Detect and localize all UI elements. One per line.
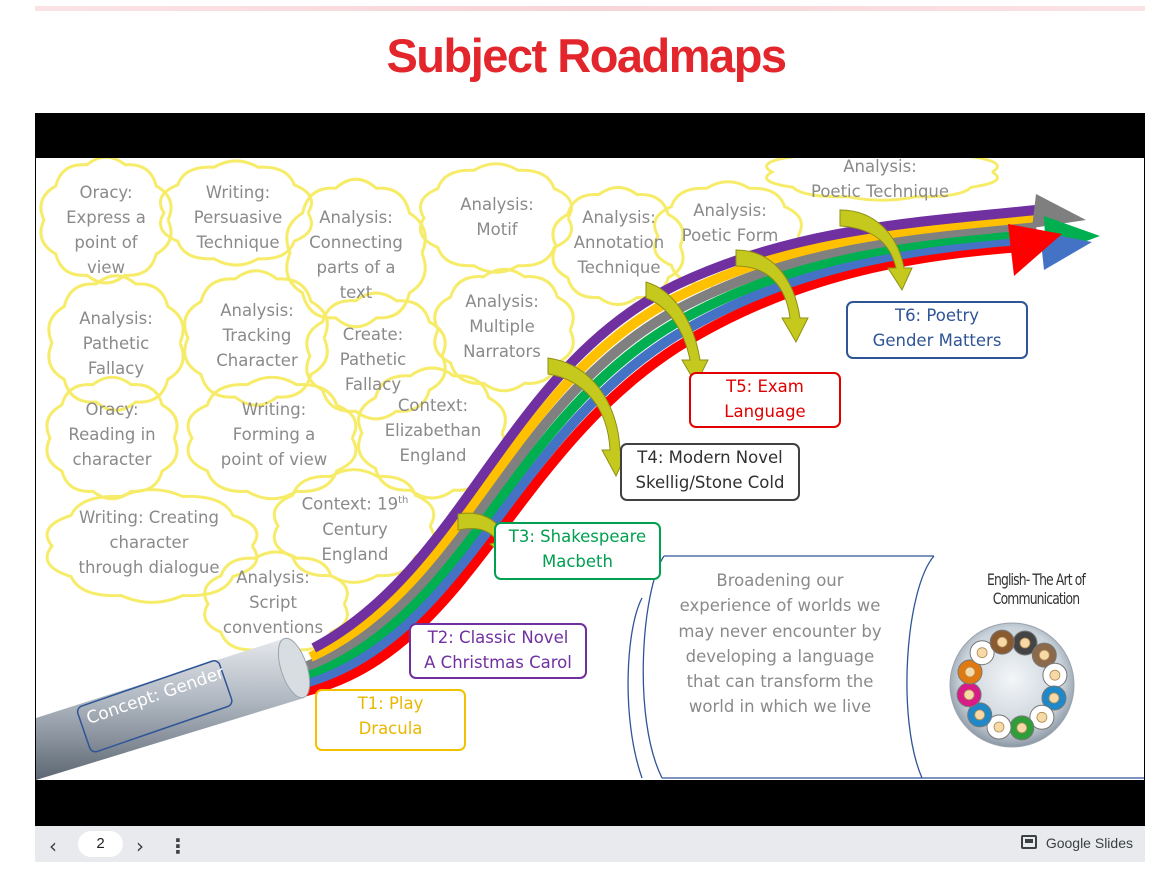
slide-canvas: Oracy: Express a point of view Writing: … [36,158,1144,780]
ribbon-bundle [296,205,1037,698]
chevron-left-icon[interactable]: ‹ [49,834,57,858]
cable-core [976,647,988,659]
cloud-label: Analysis: Multiple Narrators [463,292,541,361]
cloud-label: Analysis: Connecting parts of a text [309,208,403,302]
cloud-label: Writing: Forming a point of view [220,400,328,469]
cloud-label: Analysis: Poetic Technique [810,158,950,201]
term-1-box[interactable]: T1: Play Dracula [315,689,466,751]
cloud-outline [203,550,349,658]
cloud-label: Analysis: Pathetic Fallacy [79,309,153,378]
cloud-label: Analysis: Script conventions [222,568,324,637]
red-arrowhead [1008,224,1062,276]
cloud-outline [272,468,436,584]
term-3-box[interactable]: T3: Shakespeare Macbeth [494,522,661,580]
english-title: English- The Art of Communication [987,570,1086,608]
cloud-outline [186,375,358,501]
cloud-shapes [39,158,999,658]
ribbon-strand [299,233,1037,689]
cloud-outline [433,267,575,393]
chevron-right-icon[interactable]: › [136,834,144,858]
roadmap-graphic [36,158,1144,780]
cable-core [993,721,1005,733]
ribbon-strand [302,226,1037,680]
cloud-outline [159,159,313,267]
cable-core [996,636,1008,648]
cable-core [964,666,976,678]
google-slides-link[interactable]: Google Slides [1045,835,1133,851]
cable-core [974,709,986,721]
cloud-label: Context: Elizabethan England [384,396,482,465]
term-4-box[interactable]: T4: Modern Novel Skellig/Stone Cold [620,443,800,501]
cloud-label: Create: Pathetic Fallacy [339,325,407,394]
more-vert-icon[interactable]: ⋮ [168,834,188,858]
cloud-outline [183,269,329,407]
cable-core [1038,649,1050,661]
cloud-label: Writing: Persuasive Technique [193,183,283,252]
ribbon-strand [305,219,1037,671]
term-6-box[interactable]: T6: Poetry Gender Matters [846,301,1028,359]
cloud-outline [305,291,447,421]
term-5-box[interactable]: T5: Exam Language [689,372,841,428]
cloud-outline [285,177,427,329]
concept-pipe [36,637,311,780]
cloud-outline [39,158,173,285]
cloud-label: Context: 19th Century England [301,494,409,564]
cable-core [1016,722,1028,734]
cloud-outline [765,158,999,202]
cloud-label: Analysis: Poetic Form [681,201,779,245]
cloud-label: Oracy: Express a point of view [66,183,146,277]
top-divider [35,6,1145,11]
cloud-outline [419,162,573,274]
scroll-statement: Broadening our experience of worlds we m… [678,571,882,717]
cloud-label: Analysis: Annotation Technique [573,208,665,277]
cable-disc-logo [949,622,1075,748]
cable-core [1019,637,1031,649]
cloud-label: Analysis: Motif [460,195,534,239]
cable-core [1049,669,1061,681]
cloud-outline [45,488,259,604]
cable-core [963,689,975,701]
cloud-label: Oracy: Reading in character [68,400,156,469]
slides-toolbar: ‹ 2 › ⋮ Google Slides [35,826,1145,862]
page-number[interactable]: 2 [78,831,123,857]
page-title: Subject Roadmaps [386,29,787,82]
cloud-label: Writing: Creating character through dial… [78,508,220,577]
cable-core [1048,692,1060,704]
ribbon-strand [308,212,1037,662]
slides-icon [1021,835,1037,849]
cloud-label: Analysis: Tracking Character [216,301,298,370]
term-2-box[interactable]: T2: Classic Novel A Christmas Carol [409,623,587,679]
cloud-outline [47,274,185,412]
cable-core [1036,711,1048,723]
